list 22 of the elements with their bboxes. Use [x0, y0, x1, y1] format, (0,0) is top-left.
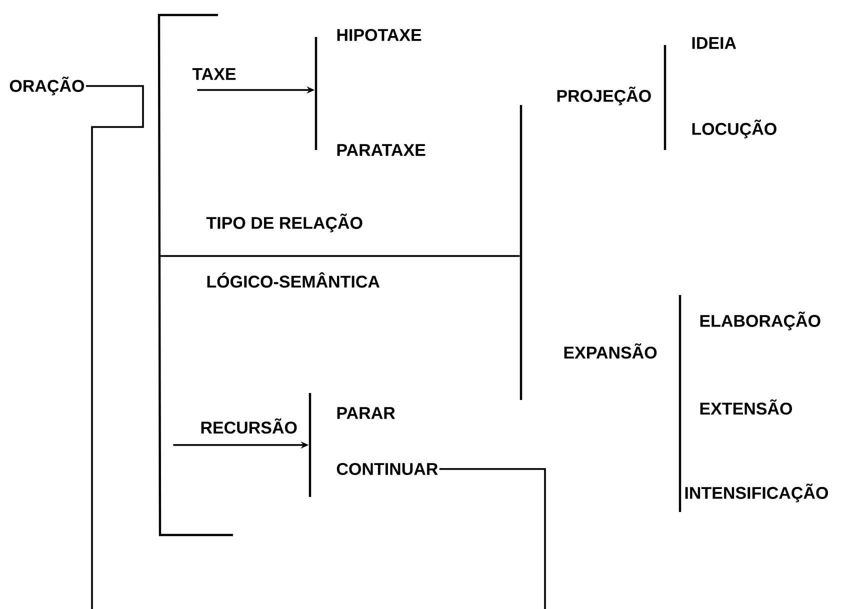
term-label: IDEIA [692, 37, 736, 49]
edge-label: TAXE [192, 68, 236, 80]
term-label: PROJEÇÃO [557, 86, 651, 106]
term-label: EXTENSÃO [700, 399, 792, 415]
term-label: PARATAXE [337, 144, 426, 156]
term-label: TIPO DE RELAÇÃO [206, 214, 362, 232]
choice-bar [520, 105, 522, 400]
term-label: HIPOTAXE [337, 28, 422, 42]
term-label: INTENSIFICAÇÃO [685, 484, 828, 502]
connector-line [439, 468, 546, 609]
choice-bar [678, 295, 682, 512]
edge-label: RECURSÃO [201, 418, 297, 434]
connector-line [86, 85, 144, 609]
term-label: EXPANSÃO [564, 343, 657, 359]
term-label: ORAÇÃO [10, 76, 84, 96]
term-label: CONTINUAR [336, 462, 438, 476]
term-label: LOCUÇÃO [692, 120, 776, 138]
connector-line [160, 255, 520, 257]
choice-bar [664, 45, 666, 150]
term-label: PARAR [337, 407, 396, 419]
term-label: ELABORAÇÃO [700, 312, 820, 330]
term-label: LÓGICO-SEMÂNTICA [207, 272, 380, 288]
